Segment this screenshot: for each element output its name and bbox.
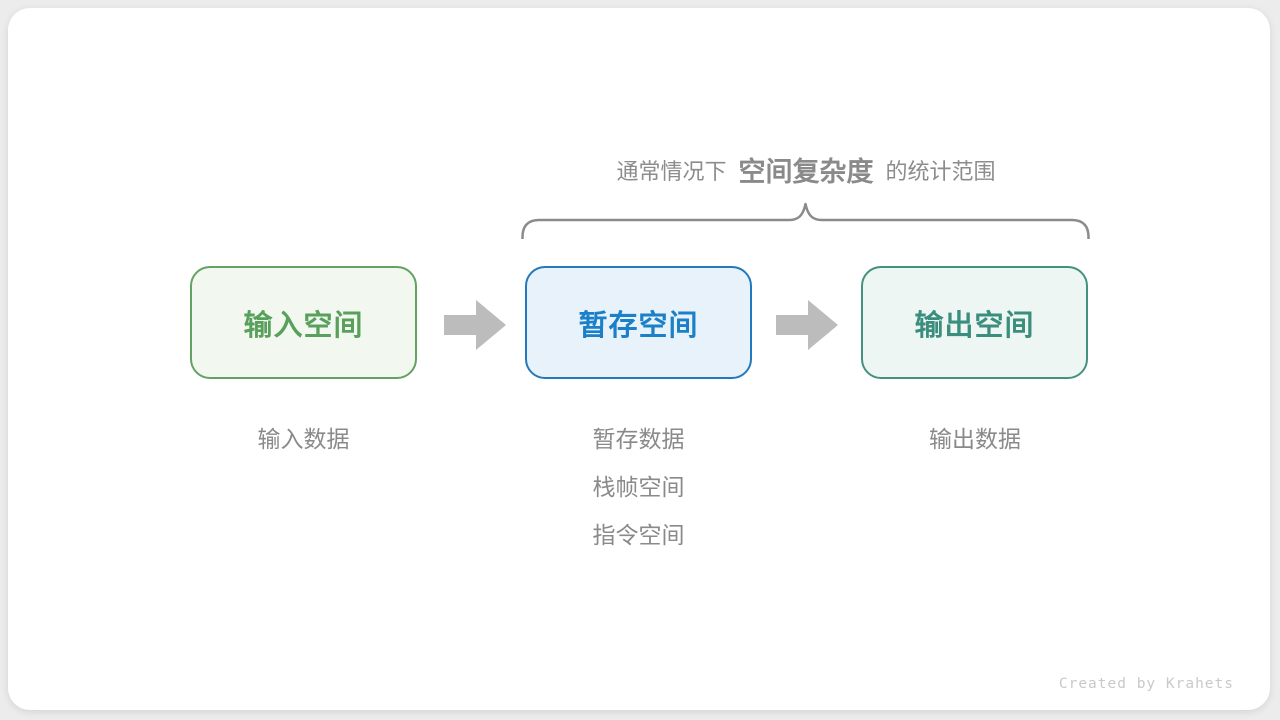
watermark-credit: Created by Krahets (1058, 676, 1234, 692)
node-output-space: 输出空间 (861, 266, 1088, 379)
node-output-space-label: 输出空间 (914, 309, 1035, 342)
node-input-space-label: 输入空间 (243, 309, 364, 342)
note-line: 输出数据 (929, 426, 1021, 452)
notes-temp: 暂存数据 栈帧空间 指令空间 (525, 415, 752, 559)
annotation-suffix: 的统计范围 (885, 159, 996, 184)
node-temp-space-label: 暂存空间 (578, 309, 699, 342)
diagram-card: 通常情况下空间复杂度的统计范围 输入空间 暂存空间 输出空间 输入数据 暂存数据… (8, 8, 1270, 710)
node-temp-space: 暂存空间 (525, 266, 752, 379)
notes-input: 输入数据 (190, 415, 417, 463)
note-line: 输入数据 (257, 426, 350, 452)
annotation-prefix: 通常情况下 (616, 159, 727, 184)
annotation-emphasis: 空间复杂度 (738, 157, 874, 187)
node-input-space: 输入空间 (190, 266, 417, 379)
arrow-right-icon (776, 300, 838, 350)
arrow-right-icon (444, 300, 506, 350)
notes-output: 输出数据 (861, 415, 1089, 463)
note-line: 暂存数据 (592, 426, 685, 452)
curly-brace-icon (521, 202, 1090, 239)
scope-annotation: 通常情况下空间复杂度的统计范围 (520, 150, 1092, 189)
note-line: 栈帧空间 (592, 474, 685, 500)
note-line: 指令空间 (592, 522, 685, 548)
